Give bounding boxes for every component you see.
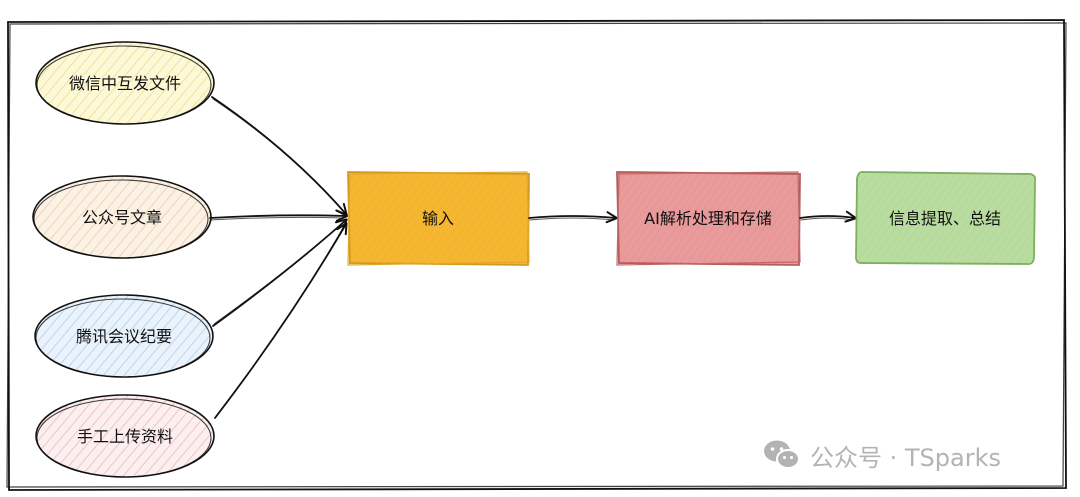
source-label-wechat-files: 微信中互发文件 [69, 74, 181, 93]
arrow-upload-to-input [214, 222, 348, 419]
watermark-text: 公众号 · TSparks [810, 443, 1001, 472]
arrow-process-to-output [799, 210, 857, 223]
process-box-label: AI解析处理和存储 [644, 209, 772, 228]
source-label-official-account: 公众号文章 [82, 208, 162, 227]
source-node-tencent-meeting: 腾讯会议纪要 [34, 294, 214, 378]
wechat-icon [764, 440, 800, 469]
output-box-label: 信息提取、总结 [889, 209, 1001, 228]
output-box: 信息提取、总结 [855, 171, 1037, 266]
source-label-tencent-meeting: 腾讯会议纪要 [76, 327, 172, 346]
input-box-label: 输入 [422, 209, 454, 228]
arrow-official-to-input [209, 209, 348, 222]
input-box: 输入 [347, 171, 530, 266]
arrows-to-input [209, 96, 348, 419]
process-box: AI解析处理和存储 [616, 171, 801, 266]
outer-frame [6, 19, 1067, 491]
source-node-official-account: 公众号文章 [32, 175, 212, 259]
arrow-wechat-to-input [211, 96, 348, 216]
source-node-wechat-files: 微信中互发文件 [35, 41, 215, 125]
source-node-manual-upload: 手工上传资料 [35, 394, 215, 478]
source-label-manual-upload: 手工上传资料 [77, 427, 173, 446]
arrow-input-to-process [528, 211, 618, 224]
watermark: 公众号 · TSparks [762, 437, 1001, 473]
